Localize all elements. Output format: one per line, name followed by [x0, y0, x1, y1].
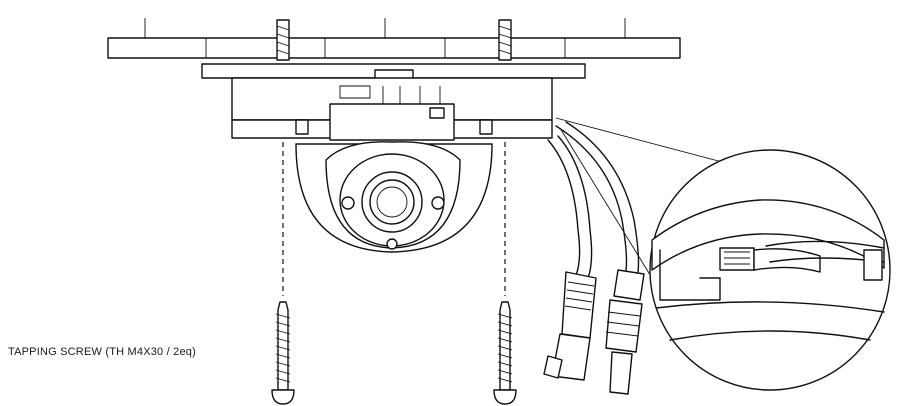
tapping-screw-left	[271, 301, 295, 405]
wall-anchor-left	[276, 19, 290, 61]
tapping-screw-label: TAPPING SCREW (TH M4X30 / 2eq)	[8, 346, 196, 358]
network-cable	[543, 135, 597, 381]
dome-camera	[295, 141, 493, 253]
power-cable	[555, 121, 645, 395]
tapping-screw-right	[493, 301, 517, 405]
mounting-base	[201, 63, 586, 141]
ceiling	[107, 18, 681, 59]
wall-anchor-right	[498, 19, 512, 61]
detail-magnifier	[649, 149, 891, 391]
